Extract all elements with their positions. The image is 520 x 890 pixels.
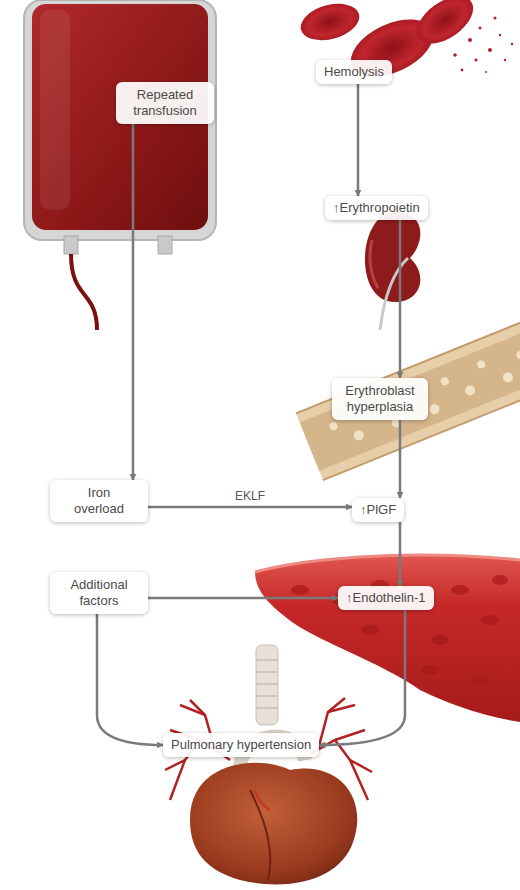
- label-box: ↑Endothelin-1: [338, 586, 434, 610]
- node-text: Pulmonary hypertension: [171, 737, 311, 753]
- node-text: Erythroblast hyperplasia: [340, 383, 420, 415]
- flow-arrow: [357, 84, 360, 196]
- flow-arrow: [97, 614, 163, 745]
- flow-arrow: [148, 597, 338, 600]
- blood-bag: [24, 0, 216, 330]
- flow-arrow: [399, 220, 402, 378]
- label-box: ↑Erythropoietin: [325, 196, 428, 220]
- flow-arrow: [148, 506, 352, 509]
- label-box: Iron overload: [50, 480, 148, 522]
- node-text: ↑Endothelin-1: [346, 590, 426, 606]
- edge-label: EKLF: [235, 489, 265, 503]
- endothelium: [255, 555, 520, 722]
- node-text: ↑PlGF: [360, 502, 396, 518]
- bone-marrow: [296, 308, 520, 480]
- heart-lungs: [165, 645, 372, 884]
- red-blood-cells: [297, 0, 514, 88]
- node-text: Hemolysis: [324, 64, 384, 80]
- flow-arrow: [399, 522, 402, 586]
- node-text: ↑Erythropoietin: [333, 200, 420, 216]
- kidney: [365, 212, 420, 330]
- flow-arrow: [319, 610, 405, 745]
- label-box: Pulmonary hypertension: [163, 733, 319, 757]
- node-text: Additional factors: [62, 577, 136, 609]
- label-box: Hemolysis: [316, 60, 392, 84]
- label-box: ↑PlGF: [352, 498, 404, 522]
- node-text: Repeated transfusion: [126, 87, 204, 119]
- node-text: Iron overload: [66, 485, 132, 517]
- label-box: Additional factors: [50, 572, 148, 614]
- flow-arrow: [132, 124, 135, 480]
- label-box: Repeated transfusion: [116, 82, 214, 124]
- flow-arrow: [399, 420, 402, 498]
- label-box: Erythroblast hyperplasia: [332, 378, 428, 420]
